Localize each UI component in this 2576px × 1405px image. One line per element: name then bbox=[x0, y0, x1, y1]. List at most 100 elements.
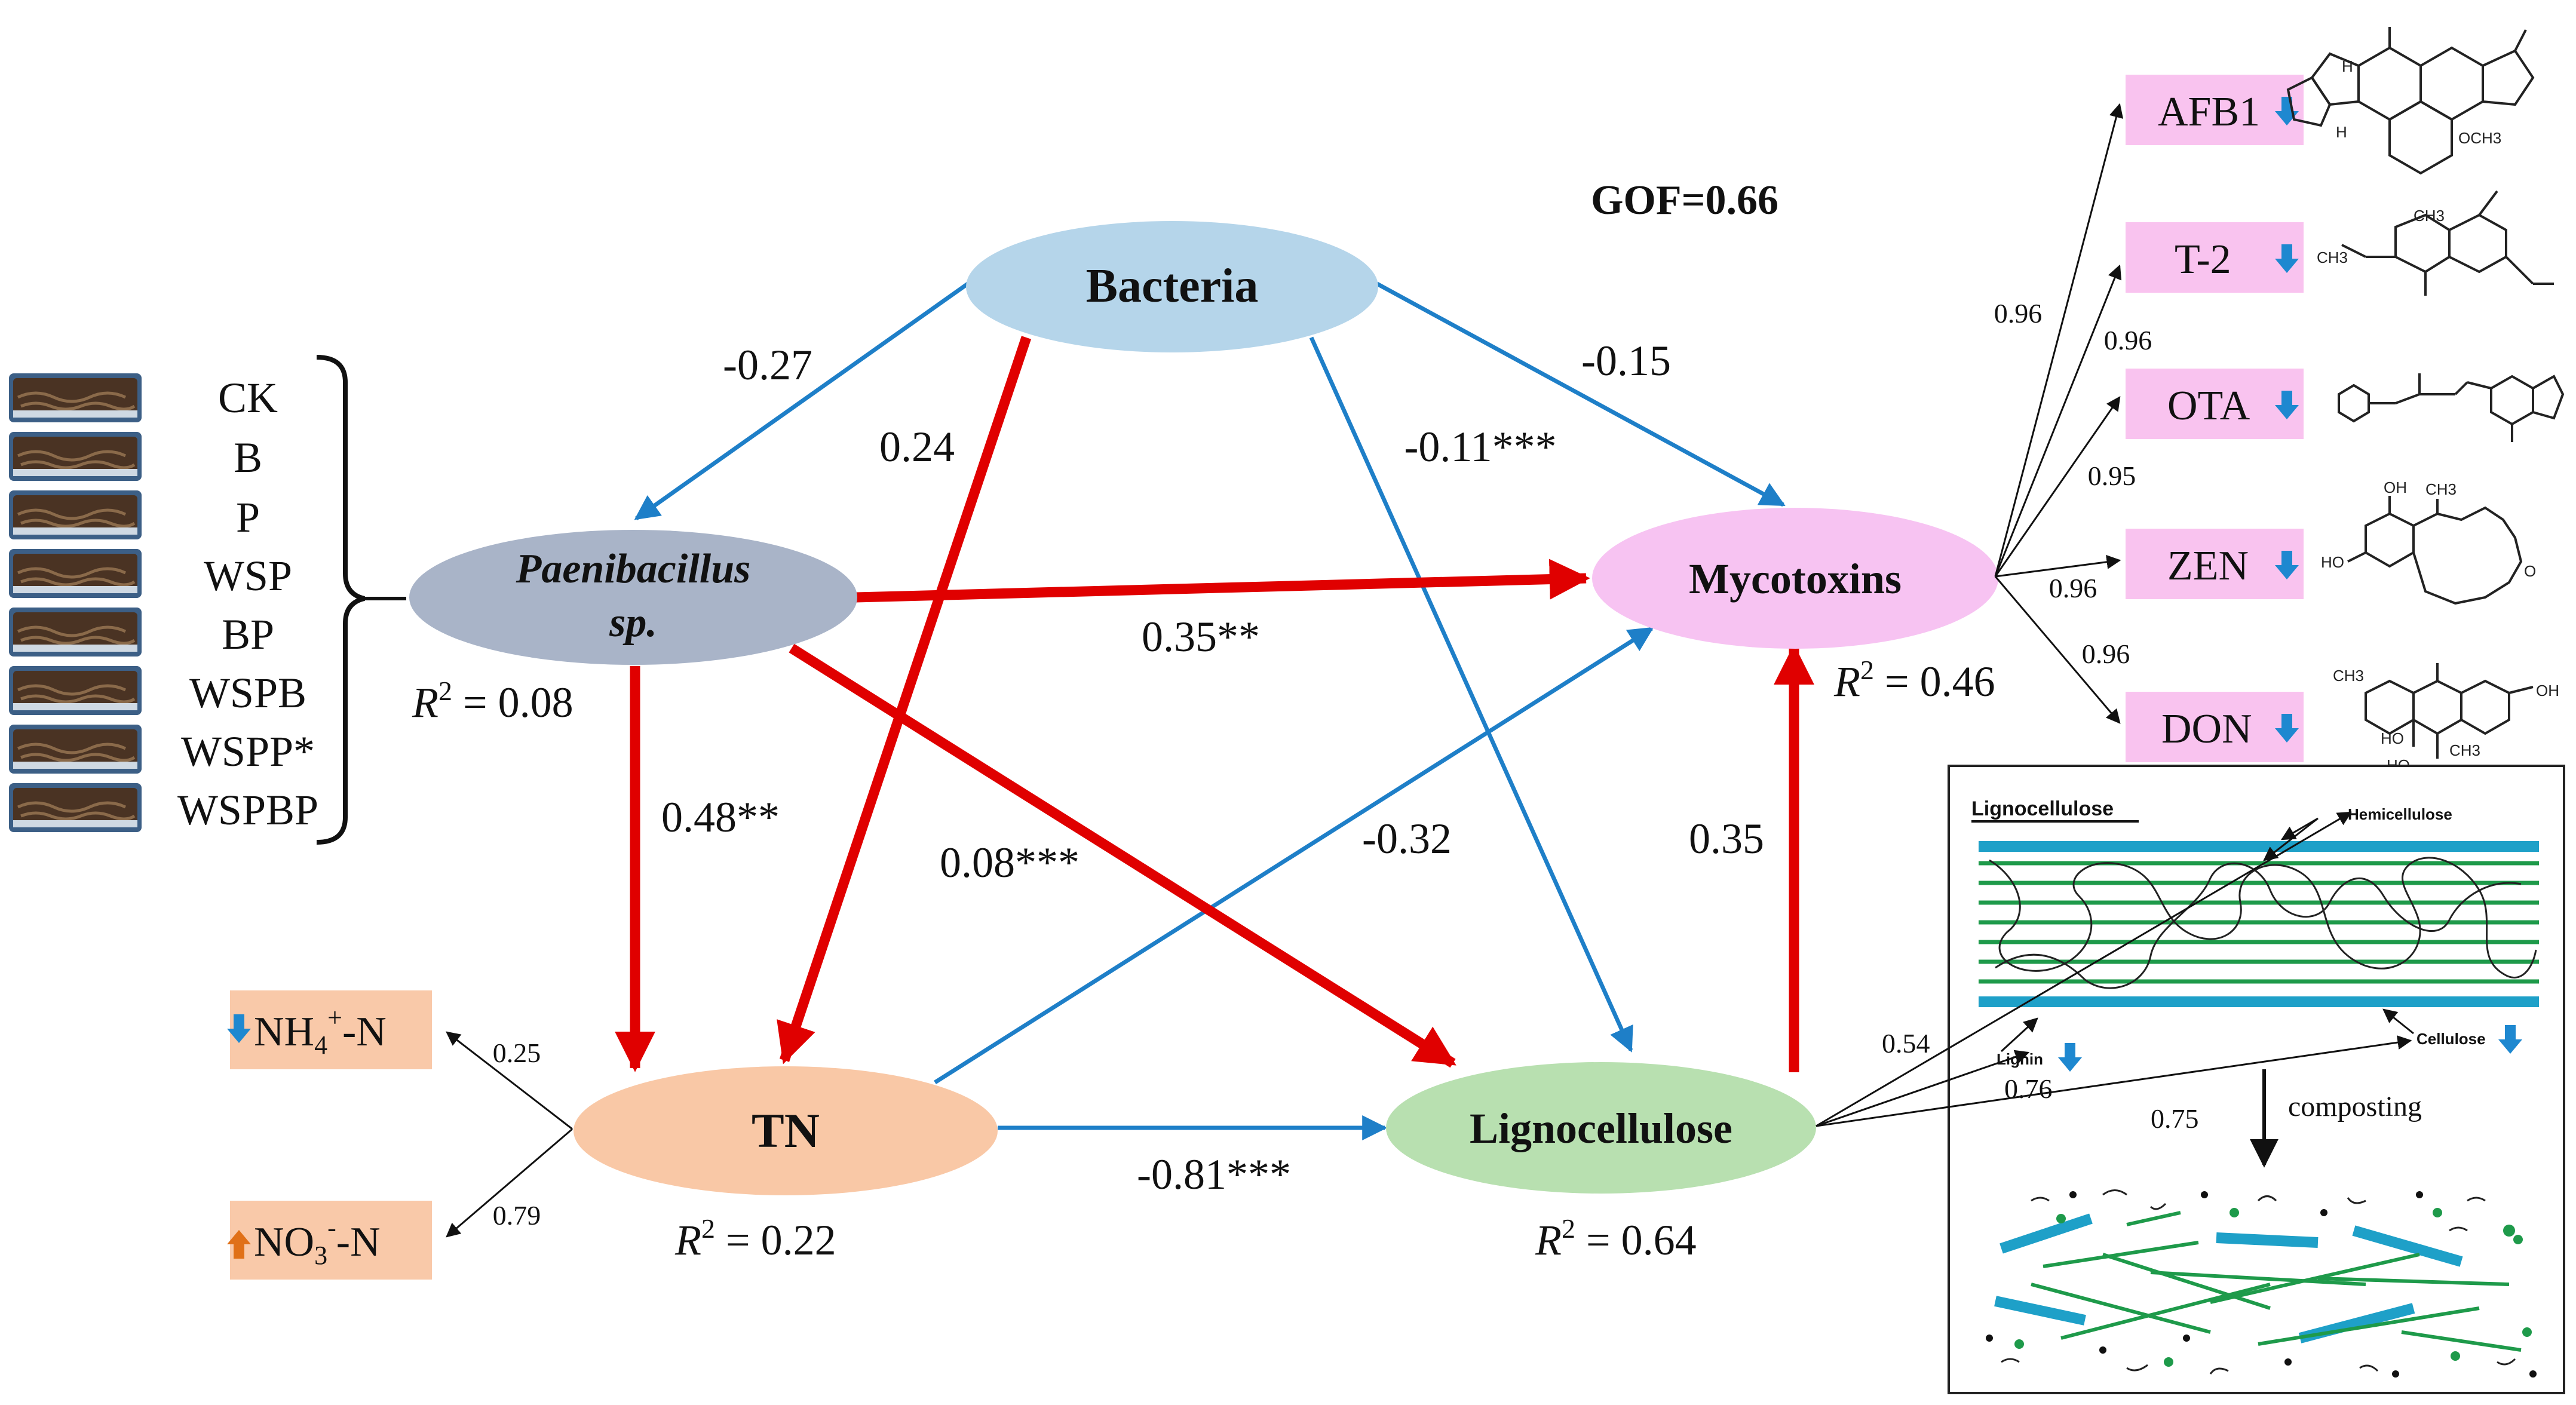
t2-structure bbox=[2341, 190, 2554, 296]
loading-nh4: 0.25 bbox=[493, 1038, 541, 1068]
loading-zen: 0.96 bbox=[2049, 573, 2097, 603]
hemicellulose-label: Hemicellulose bbox=[2348, 805, 2452, 823]
treatment-photo bbox=[9, 666, 142, 715]
loading-afb1: 0.96 bbox=[1994, 298, 2043, 329]
coef-bacteria-paenibacillus: -0.27 bbox=[723, 341, 812, 389]
chem-o: O bbox=[2524, 562, 2536, 580]
treatment-label: B bbox=[234, 434, 262, 481]
treatment-photo bbox=[9, 725, 142, 774]
arrow-paenibacillus-lignocellulose bbox=[789, 643, 1456, 1068]
mycotoxin-boxes: AFB1 T-2 OTA ZEN DON bbox=[2126, 75, 2304, 762]
don-structure bbox=[2365, 663, 2534, 759]
toxin-don-label: DON bbox=[2161, 706, 2252, 752]
toxin-zen: ZEN bbox=[2126, 529, 2304, 599]
treatment-photo bbox=[9, 608, 142, 657]
arrow-bacteria-lignocellulose bbox=[1309, 336, 1633, 1053]
toxin-zen-label: ZEN bbox=[2167, 543, 2249, 589]
treatment-label: WSPBP bbox=[177, 786, 318, 834]
r2-paenibacillus: R2 = 0.08 bbox=[412, 676, 574, 726]
treatment-label: WSPB bbox=[189, 669, 306, 717]
nitrogen-arrows bbox=[446, 1031, 573, 1238]
node-bacteria: Bacteria bbox=[966, 221, 1378, 352]
toxin-t2-label: T-2 bbox=[2175, 237, 2231, 283]
treatment-photo bbox=[9, 432, 142, 481]
node-paenibacillus-label: Paenibacillus bbox=[516, 546, 751, 592]
treatment-labels: CK B P WSP BP WSPB WSPP* WSPBP bbox=[177, 374, 318, 834]
path-coefficients: -0.27 0.24 -0.11*** -0.15 0.35** 0.48** … bbox=[661, 337, 1764, 1198]
treatment-label: WSP bbox=[204, 552, 292, 600]
chem-ch3: CH3 bbox=[2317, 249, 2348, 266]
loading-don: 0.96 bbox=[2082, 639, 2130, 669]
chem-ch3-2: CH3 bbox=[2414, 207, 2445, 225]
chem-h: H bbox=[2342, 57, 2353, 75]
chem-ch3-5: CH3 bbox=[2449, 741, 2480, 759]
r2-mycotoxins: R2 = 0.46 bbox=[1833, 655, 1995, 705]
toxin-don: DON bbox=[2126, 692, 2304, 762]
r2-labels: R2 = 0.08 R2 = 0.46 R2 = 0.22 R2 = 0.64 bbox=[412, 655, 1995, 1264]
chem-ho-2: HO bbox=[2381, 729, 2404, 747]
mycotoxin-loading-arrows bbox=[1994, 103, 2124, 724]
treatment-photo bbox=[9, 490, 142, 539]
arrow-bacteria-tn bbox=[777, 336, 1032, 1065]
chem-oh-2: OH bbox=[2536, 682, 2559, 700]
chem-ho: HO bbox=[2321, 553, 2344, 571]
treatment-thumbnails bbox=[9, 373, 142, 832]
treatment-photo bbox=[9, 373, 142, 422]
nh4-label: NH4+-N bbox=[254, 1003, 387, 1060]
chem-ch3-3: CH3 bbox=[2425, 480, 2457, 498]
treatment-photo bbox=[9, 783, 142, 832]
toxin-afb1: AFB1 bbox=[2126, 75, 2304, 145]
coef-lignocellulose-mycotoxins: 0.35 bbox=[1689, 815, 1764, 863]
mycotoxin-loadings: 0.96 0.96 0.95 0.96 0.96 bbox=[1994, 298, 2152, 669]
coef-tn-mycotoxins: -0.32 bbox=[1362, 815, 1452, 863]
coef-paenibacillus-lignocellulose: 0.08*** bbox=[940, 839, 1080, 886]
node-paenibacillus-label-2: sp. bbox=[609, 600, 657, 646]
degraded-fragments bbox=[1986, 1189, 2537, 1378]
coef-bacteria-lignocellulose: -0.11*** bbox=[1404, 423, 1556, 471]
coef-bacteria-tn: 0.24 bbox=[879, 423, 955, 471]
chem-oh: OH bbox=[2384, 478, 2407, 496]
ligno-panel-title: Lignocellulose bbox=[1971, 797, 2114, 820]
composting-label: composting bbox=[2288, 1091, 2422, 1122]
coef-paenibacillus-tn: 0.48** bbox=[661, 793, 780, 841]
node-paenibacillus: Paenibacillus sp. bbox=[409, 530, 857, 665]
chem-h-2: H bbox=[2336, 123, 2347, 141]
node-mycotoxins: Mycotoxins bbox=[1592, 508, 1998, 649]
path-arrows bbox=[615, 281, 1814, 1140]
toxin-ota: OTA bbox=[2126, 369, 2304, 439]
treatment-brace bbox=[316, 355, 366, 845]
arrow-bacteria-paenibacillus bbox=[634, 282, 970, 520]
treatment-photo bbox=[9, 549, 142, 598]
r2-lignocellulose: R2 = 0.64 bbox=[1535, 1213, 1697, 1264]
nh4-box: NH4+-N bbox=[227, 990, 432, 1069]
loading-no3: 0.79 bbox=[493, 1200, 541, 1231]
gof-label: GOF=0.66 bbox=[1591, 177, 1778, 223]
toxin-t2: T-2 bbox=[2126, 222, 2304, 293]
node-tn-label: TN bbox=[752, 1103, 820, 1158]
coef-bacteria-mycotoxins: -0.15 bbox=[1581, 337, 1671, 385]
lignin-label: Lignin bbox=[1997, 1050, 2043, 1068]
toxin-afb1-label: AFB1 bbox=[2158, 89, 2260, 135]
no3-box: NO3--N bbox=[227, 1201, 432, 1280]
toxin-ota-label: OTA bbox=[2167, 383, 2250, 429]
node-bacteria-label: Bacteria bbox=[1086, 260, 1259, 312]
ota-structure bbox=[2338, 373, 2565, 442]
ligno-loadings: 0.54 0.76 0.75 bbox=[1882, 1028, 2199, 1134]
node-lignocellulose-label: Lignocellulose bbox=[1470, 1105, 1732, 1152]
treatment-label: WSPP* bbox=[181, 728, 315, 775]
hemicellulose-lines bbox=[1979, 861, 2539, 984]
afb1-structure bbox=[2286, 27, 2535, 175]
coef-tn-lignocellulose: -0.81*** bbox=[1137, 1151, 1291, 1198]
arrow-tn-mycotoxins bbox=[934, 627, 1654, 1084]
loading-lignin: 0.76 bbox=[2004, 1073, 2053, 1104]
loading-ota: 0.95 bbox=[2088, 461, 2136, 491]
lignocellulose-panel: Lignocellulose Hemicellulose Lignin Cell… bbox=[1948, 765, 2565, 1394]
chem-och3: OCH3 bbox=[2458, 129, 2501, 147]
loading-cellulose: 0.75 bbox=[2151, 1103, 2199, 1134]
chemical-structures bbox=[2286, 27, 2565, 759]
arrow-bacteria-mycotoxins bbox=[1376, 281, 1786, 507]
r2-tn: R2 = 0.22 bbox=[674, 1213, 836, 1264]
arrow-paenibacillus-mycotoxins bbox=[855, 559, 1590, 603]
cellulose-label: Cellulose bbox=[2416, 1030, 2486, 1048]
